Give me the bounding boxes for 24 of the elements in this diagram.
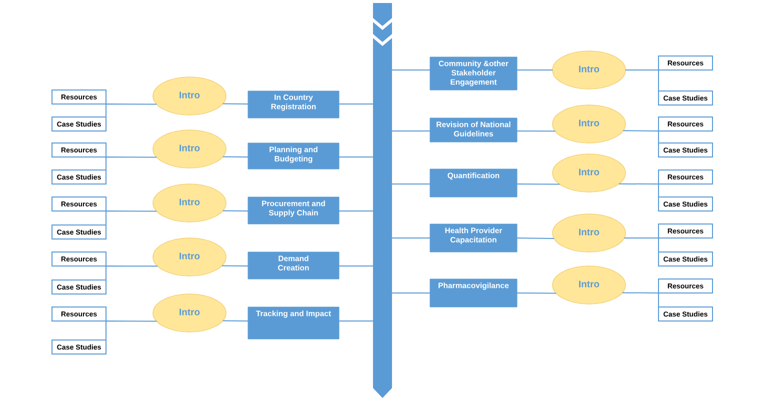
connector-line <box>106 266 158 280</box>
connector-line <box>516 292 557 294</box>
connector-line <box>222 156 248 158</box>
connector-line <box>222 210 248 212</box>
connector-line <box>338 156 374 158</box>
connector-line <box>392 130 430 132</box>
connector-line <box>106 210 158 226</box>
connector-line <box>106 104 158 118</box>
connector-line <box>625 70 659 92</box>
connector-line <box>624 237 659 252</box>
connector-line <box>392 292 430 294</box>
connector-line <box>222 320 248 322</box>
connector-line <box>618 183 659 198</box>
connector-line <box>622 292 659 308</box>
connector-line <box>622 130 659 144</box>
connector-line <box>106 156 158 170</box>
connector-line <box>222 103 248 104</box>
connector-line <box>106 320 158 340</box>
connector-line <box>516 184 560 185</box>
connector-line <box>221 265 248 266</box>
connector-line <box>338 320 374 322</box>
connector-line <box>338 210 374 212</box>
connector-line <box>516 238 555 240</box>
connector-line <box>516 130 556 132</box>
